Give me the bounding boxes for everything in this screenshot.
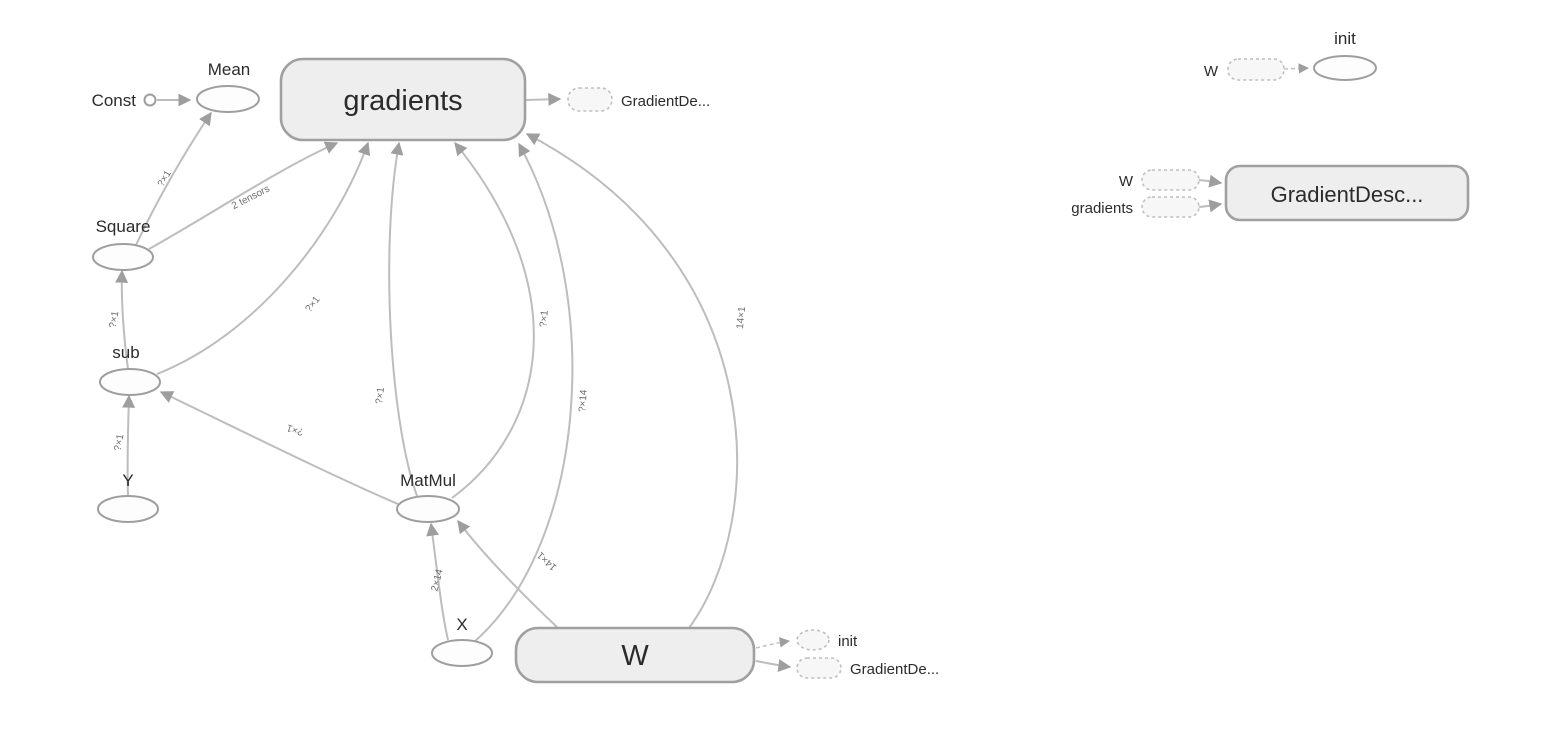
node-gradients[interactable] [279, 57, 527, 142]
aux-gd-input-gradients-stub[interactable] [1141, 196, 1200, 218]
node-x-label: X [456, 615, 467, 634]
node-mean-label: Mean [208, 60, 251, 79]
node-mean[interactable] [196, 85, 260, 113]
edge-label-sub-to-gradients: ?×1 [303, 294, 322, 314]
node-gradients-label: gradients [343, 85, 462, 117]
aux-init-input-w-label: W [1204, 63, 1219, 80]
node-w-label: W [621, 640, 649, 672]
stub-gradients-output[interactable] [567, 87, 613, 112]
node-sub-label: sub [112, 343, 139, 362]
edge-w-to-gradients [525, 133, 738, 629]
aux-init-input-w-stub[interactable] [1227, 58, 1285, 81]
aux-edge-w-to-init [1283, 63, 1310, 74]
edge-label-w-to-matmul: 14×1 [535, 549, 559, 573]
edge-w-to-matmul [457, 519, 559, 629]
aux-gradient-descent-node[interactable] [1224, 164, 1470, 222]
edge-x-to-matmul [426, 522, 449, 641]
edge-label-matmul-to-sub: ?×1 [285, 421, 305, 437]
edge-matmul-to-gradients-1 [388, 141, 418, 497]
edge-label-sub-to-square: ?×1 [108, 310, 122, 329]
edge-y-to-sub [122, 394, 136, 497]
edge-square-to-gradients [148, 141, 339, 250]
stub-gradients-output-label: GradientDe... [621, 93, 710, 110]
node-x[interactable] [431, 639, 493, 667]
edge-label-y-to-sub: ?×1 [113, 433, 127, 452]
edge-w-to-gd-stub [755, 659, 792, 672]
edge-x-to-gradients [473, 142, 574, 643]
edge-label-matmul-to-gradients-2: ?×1 [538, 309, 551, 327]
edge-matmul-to-sub [159, 391, 399, 505]
stub-w-init-label: init [838, 633, 858, 650]
aux-gd-input-gradients-label: gradients [1071, 200, 1133, 217]
edge-label-x-to-gradients: ?×14 [577, 389, 590, 413]
edge-w-to-init-stub [755, 637, 791, 649]
aux-edge-gradients-to-gd [1198, 199, 1223, 213]
node-y-label: Y [122, 471, 133, 490]
node-square-label: Square [96, 217, 151, 236]
aux-gradient-descent-title: GradientDesc... [1271, 182, 1424, 207]
stub-w-gradient-descent[interactable] [796, 657, 842, 679]
edge-sub-to-square [115, 269, 129, 370]
edge-gradients-to-stub [525, 92, 562, 106]
edge-label-w-to-gradients: 14×1 [735, 306, 748, 330]
node-square[interactable] [92, 243, 154, 271]
edge-label-x-to-matmul: 2×14 [430, 568, 446, 593]
edge-square-to-mean [135, 111, 212, 246]
node-w[interactable] [514, 626, 756, 684]
aux-edge-w-to-gd [1198, 174, 1223, 188]
aux-gd-input-w-stub[interactable] [1141, 169, 1200, 191]
node-const-label: Const [92, 91, 137, 110]
node-matmul-label: MatMul [400, 471, 456, 490]
edge-matmul-to-gradients-2 [451, 141, 535, 499]
edge-sub-to-gradients [156, 141, 371, 375]
node-const[interactable] [143, 93, 157, 107]
edge-label-matmul-to-gradients-1: ?×1 [374, 386, 387, 405]
node-y[interactable] [97, 495, 159, 523]
aux-gd-input-w-label: W [1119, 173, 1134, 190]
node-matmul[interactable] [396, 495, 460, 523]
stub-w-init[interactable] [796, 629, 830, 651]
aux-init-title: init [1334, 29, 1356, 48]
node-sub[interactable] [99, 368, 161, 396]
aux-init-node[interactable] [1313, 55, 1377, 81]
stub-w-gradient-descent-label: GradientDe... [850, 661, 939, 678]
